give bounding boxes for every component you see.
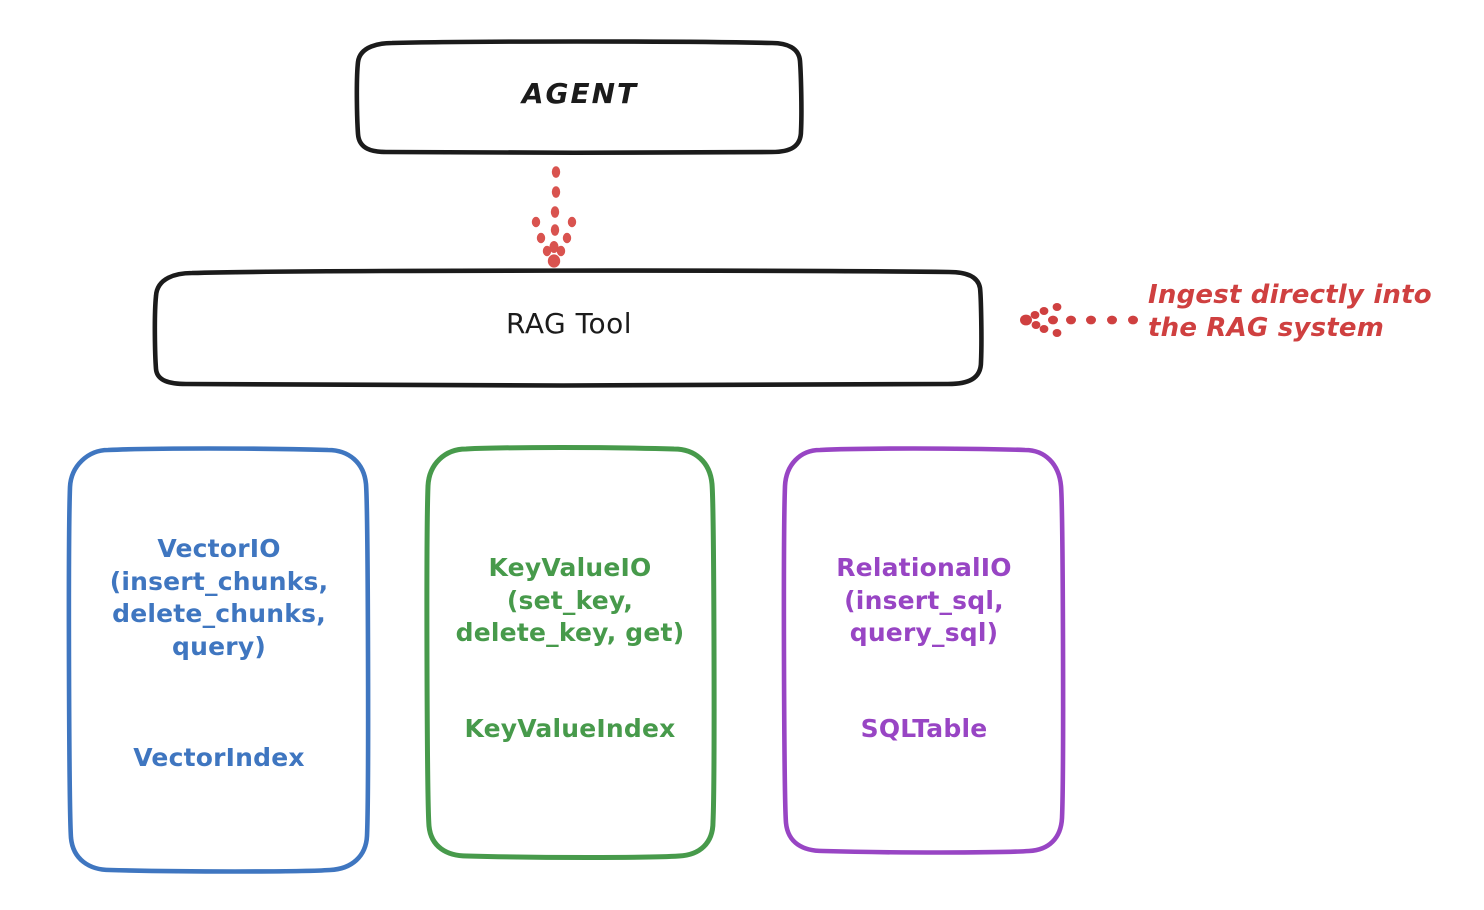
keyvalue-store-box-outline [424, 445, 717, 860]
rag-tool-box-outline [152, 268, 984, 388]
ingest-to-rag-connector [1020, 303, 1138, 337]
rag-tool-node-label: RAG Tool [506, 307, 632, 340]
ingest-annotation-label: Ingest directly into the RAG system [1148, 280, 1432, 343]
relational-store-title: RelationalIO (insert_sql, query_sql) [836, 553, 1012, 647]
relational-store-subtitle: SQLTable [860, 714, 988, 743]
vector-store-subtitle: VectorIndex [133, 743, 305, 772]
agent-box-outline [354, 39, 804, 156]
vector-store-box-outline [66, 446, 371, 874]
keyvalue-store-subtitle: KeyValueIndex [464, 714, 676, 743]
keyvalue-store-title: KeyValueIO (set_key, delete_key, get) [455, 553, 685, 647]
relational-store-box-outline [781, 446, 1066, 855]
agent-node-label: AGENT [521, 77, 639, 110]
agent-to-rag-connector [531, 166, 577, 268]
vector-store-title: VectorIO (insert_chunks, delete_chunks, … [109, 534, 329, 661]
